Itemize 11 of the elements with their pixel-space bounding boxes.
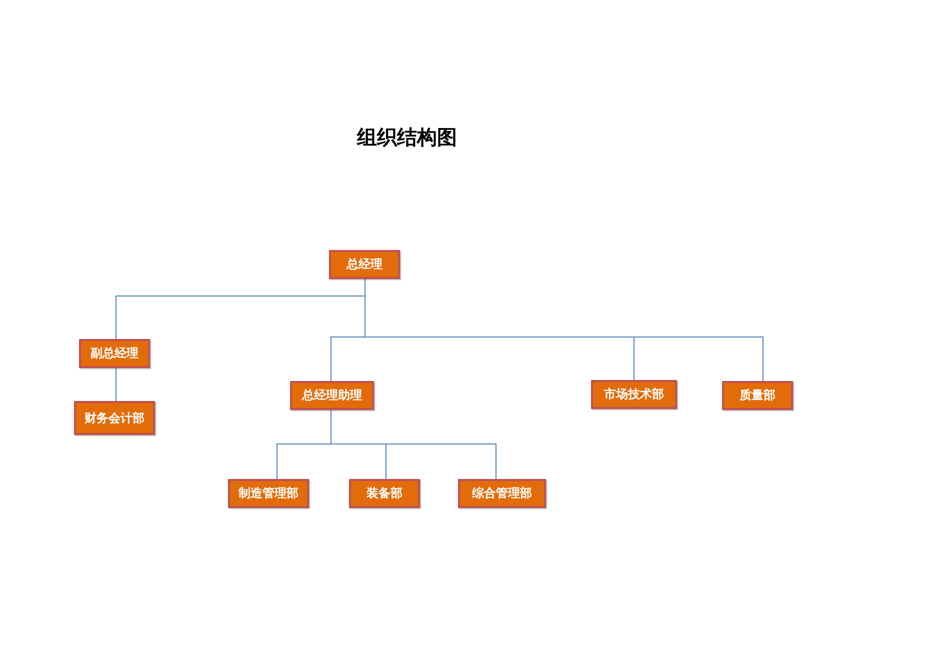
department-box: 财务会计部	[74, 401, 155, 435]
department-box: 综合管理部	[458, 479, 546, 508]
department-box: 副总经理	[79, 339, 150, 368]
department-box: 总经理	[329, 250, 400, 279]
connector-line	[330, 410, 496, 480]
department-box: 总经理助理	[290, 381, 374, 410]
department-box: 装备部	[349, 479, 420, 508]
department-box: 市场技术部	[591, 380, 677, 409]
department-box: 制造管理部	[228, 479, 309, 508]
department-box: 质量部	[722, 381, 793, 410]
chart-title: 组织结构图	[356, 124, 458, 151]
